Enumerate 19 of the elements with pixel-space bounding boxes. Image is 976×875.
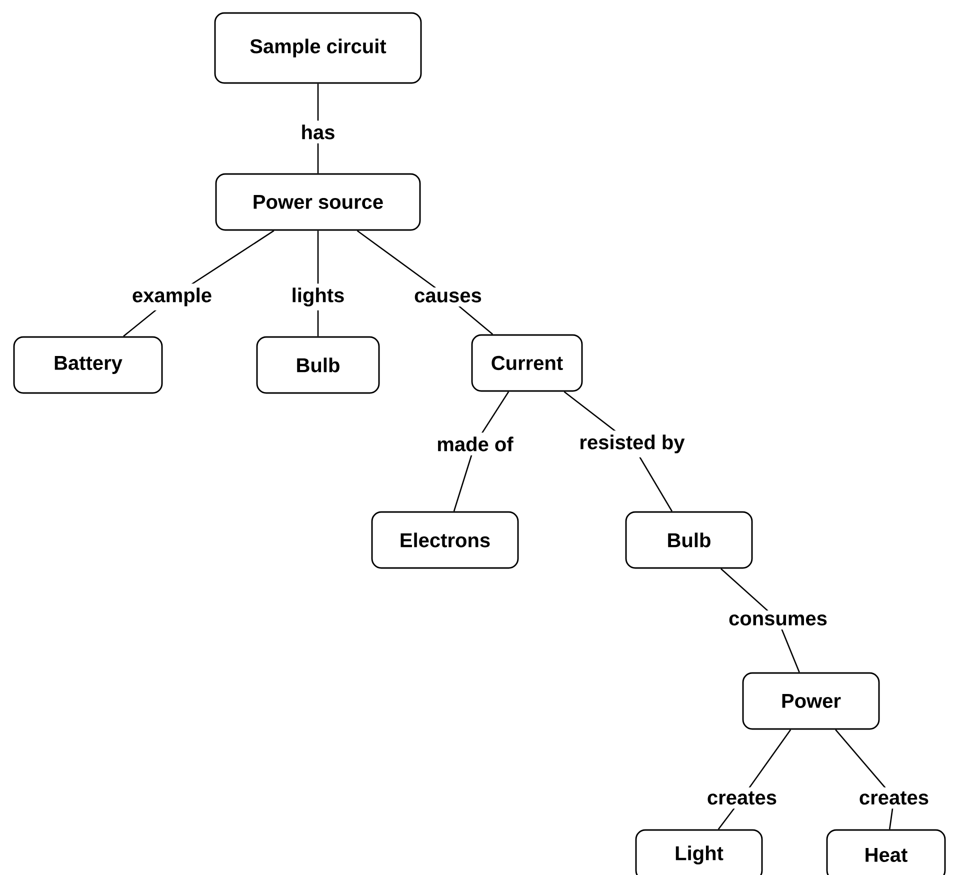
edge-label: lights (287, 284, 349, 310)
concept-box: Sample circuit (214, 12, 422, 84)
concept-box: Current (471, 334, 583, 392)
edge-label: example (128, 284, 216, 310)
edge-label: consumes (724, 610, 832, 630)
edge-label: has (296, 120, 340, 144)
edge-label: creates (702, 787, 782, 809)
concept-box: Electrons (371, 511, 519, 569)
concept-box: Bulb (625, 511, 753, 569)
concept-box: Power source (215, 173, 421, 231)
concept-box: Bulb (256, 336, 380, 394)
concept-box: Heat (826, 829, 946, 875)
concept-box: Battery (13, 336, 163, 394)
edge-label: causes (410, 288, 486, 306)
edge-label: creates (854, 787, 934, 809)
concept-box: Power (742, 672, 880, 730)
edge-label: made of (432, 432, 518, 456)
edge-label: resisted by (575, 430, 689, 458)
concept-box: Light (635, 829, 763, 875)
